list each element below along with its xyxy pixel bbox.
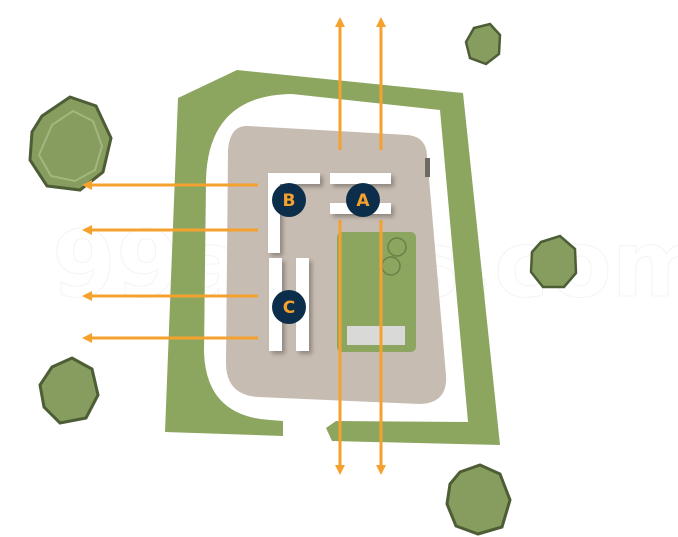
court-area: [347, 326, 405, 345]
tower-b-badge[interactable]: B: [272, 183, 306, 217]
tower-a-badge[interactable]: A: [346, 183, 380, 217]
tree-icon: [464, 22, 502, 66]
tower-c-badge[interactable]: C: [272, 290, 306, 324]
tree-icon: [38, 356, 100, 425]
round-feature: [381, 256, 401, 276]
building-block: [268, 173, 320, 184]
building-block: [330, 173, 391, 184]
tower-a-label: A: [356, 191, 370, 211]
tower-b-label: B: [283, 191, 296, 211]
green-belt: [165, 70, 500, 445]
tree-icon: [445, 463, 512, 536]
tree-icon: [28, 95, 113, 192]
utility-bar: [425, 158, 430, 177]
tree-icon: [529, 234, 578, 289]
round-feature: [387, 237, 407, 257]
tower-c-label: C: [283, 298, 295, 318]
